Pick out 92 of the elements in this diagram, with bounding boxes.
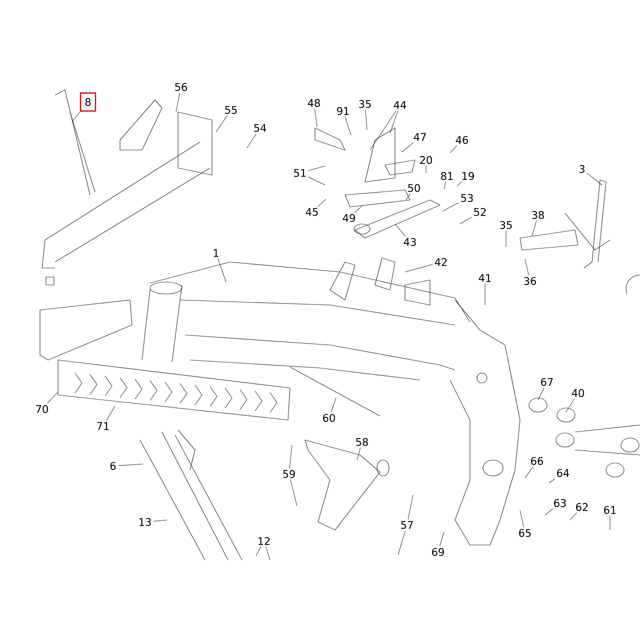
callout-number: 50 <box>408 184 420 192</box>
leader-line <box>354 204 364 213</box>
leader-line <box>47 392 58 404</box>
callout-number: 56 <box>175 83 187 91</box>
leader-line <box>398 530 406 556</box>
callout-number: 61 <box>604 506 616 514</box>
leader-line <box>456 181 462 186</box>
leader-line <box>484 283 486 306</box>
leader-line <box>314 108 318 128</box>
callout-number: 19 <box>462 172 474 180</box>
callout-number: 40 <box>572 389 584 397</box>
leader-line <box>176 92 180 112</box>
callout-number: 60 <box>323 414 335 422</box>
leader-line <box>442 202 459 212</box>
callout-number: 8 <box>80 92 96 112</box>
callout-number: 66 <box>531 457 543 465</box>
callout-number: 64 <box>557 469 570 477</box>
leader-line <box>118 464 144 466</box>
leader-line <box>544 508 554 516</box>
callout-number: 47 <box>414 133 426 141</box>
callout-number: 38 <box>532 211 544 219</box>
leader-line <box>290 479 298 506</box>
leader-line <box>308 166 326 171</box>
callout-number: 1 <box>214 249 218 257</box>
leader-line <box>538 387 544 400</box>
callout-number: 65 <box>519 529 531 537</box>
callout-number: 53 <box>461 194 473 202</box>
callout-number: 71 <box>97 422 109 430</box>
leader-line <box>390 110 398 134</box>
callout-number: 35 <box>500 221 512 229</box>
leader-line <box>408 494 414 520</box>
callout-number: 81 <box>441 172 453 180</box>
leader-line <box>370 110 397 150</box>
callout-number: 55 <box>225 106 237 114</box>
leader-line <box>72 111 81 122</box>
callout-number: 67 <box>541 378 553 386</box>
callout-number: 43 <box>404 238 416 246</box>
leader-line <box>106 406 116 421</box>
leader-line <box>520 510 524 528</box>
callout-number: 45 <box>306 208 318 216</box>
callout-number: 58 <box>356 438 368 446</box>
callout-number: 36 <box>524 277 536 285</box>
leader-line <box>289 444 292 469</box>
callout-number: 41 <box>478 274 491 282</box>
leader-line <box>365 109 368 130</box>
callout-number: 70 <box>36 405 48 413</box>
leader-line <box>548 478 556 484</box>
callout-number: 20 <box>420 156 432 164</box>
callout-number: 62 <box>576 503 588 511</box>
leader-line <box>532 220 537 236</box>
callout-number: 48 <box>308 99 320 107</box>
callout-number: 57 <box>401 521 413 529</box>
callout-number: 6 <box>110 462 116 470</box>
callout-number: 46 <box>456 136 468 144</box>
callout-number: 35 <box>359 100 371 108</box>
leader-line <box>330 398 336 413</box>
leader-line <box>570 512 578 520</box>
leader-line <box>439 532 444 547</box>
leader-line <box>524 466 534 478</box>
callout-number: 51 <box>294 169 306 177</box>
leader-line <box>524 258 529 276</box>
leader-line <box>153 520 168 522</box>
leader-line <box>266 546 270 560</box>
leader-line <box>318 198 326 207</box>
leader-line <box>218 258 226 282</box>
leader-line <box>356 447 361 460</box>
callout-number: 91 <box>336 107 349 115</box>
leader-line <box>566 398 575 412</box>
leader-line <box>256 546 262 556</box>
callout-number: 42 <box>434 258 447 266</box>
leader-line <box>586 172 602 186</box>
leader-line <box>394 224 406 237</box>
callout-number: 63 <box>554 499 566 507</box>
leader-line <box>460 216 472 224</box>
callout-number: 54 <box>254 124 266 132</box>
leader-line <box>344 116 352 136</box>
leader-line <box>402 142 414 152</box>
leader-line <box>246 133 257 148</box>
callout-number: 44 <box>394 101 406 109</box>
leader-line <box>406 193 410 200</box>
callout-number: 3 <box>579 165 584 173</box>
leader-line <box>444 181 446 190</box>
leader-line <box>308 176 326 186</box>
leader-line <box>450 145 458 154</box>
callout-number: 69 <box>432 548 444 556</box>
callout-number: 49 <box>342 214 355 222</box>
callout-number: 59 <box>283 470 295 478</box>
callout-number: 12 <box>258 537 270 545</box>
callout-number: 52 <box>474 208 486 216</box>
leader-line <box>404 264 433 272</box>
callout-number: 13 <box>139 518 151 526</box>
leader-line <box>216 115 228 132</box>
